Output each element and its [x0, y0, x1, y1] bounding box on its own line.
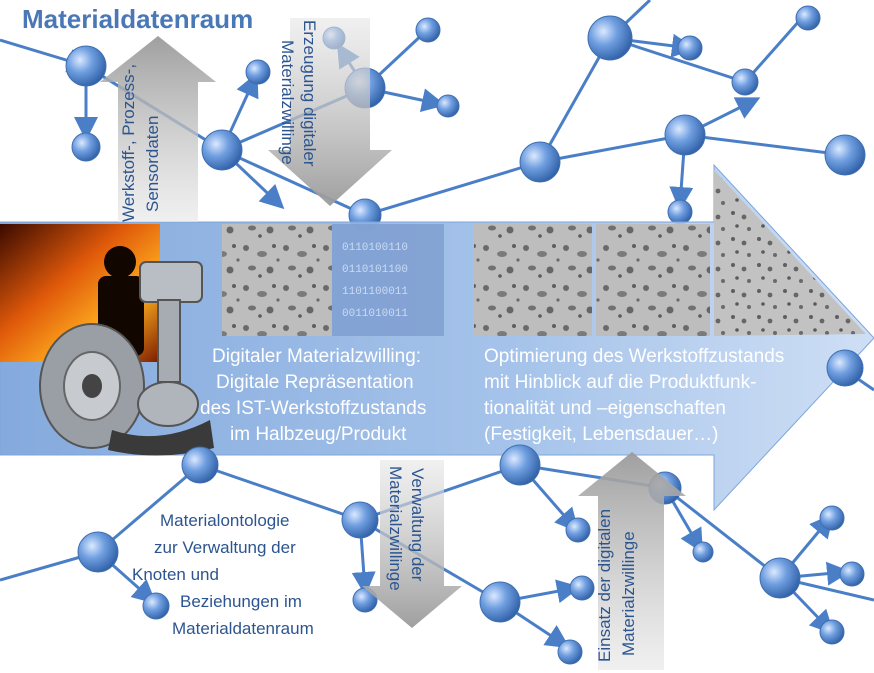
network-node-icon [415, 17, 441, 43]
ontology-line2: zur Verwaltung der [154, 538, 296, 557]
generation-arrow [268, 18, 392, 206]
network-node-icon [245, 59, 271, 85]
network-node-icon [839, 561, 865, 587]
usage-label-line1: Einsatz der digitalen [595, 509, 614, 662]
ontology-line5: Materialdatenraum [172, 619, 314, 638]
network-node-icon [667, 199, 693, 225]
network-node-icon [65, 45, 107, 87]
management-arrow [362, 460, 462, 628]
piston-image [137, 261, 203, 427]
svg-text:0110100110: 0110100110 [342, 242, 408, 254]
band-left-line1: Digitaler Materialzwilling: [212, 346, 421, 367]
network-node-icon [201, 129, 243, 171]
svg-text:1101100011: 1101100011 [342, 286, 408, 298]
network-node-icon [181, 446, 219, 484]
microstructure-image [714, 170, 866, 336]
sensor-data-arrow [100, 36, 216, 222]
band-right-line3: tionalität und –eigenschaften [484, 398, 726, 419]
generation-label-line1: Erzeugung digitaler [300, 20, 319, 167]
network-node-icon [824, 134, 866, 176]
binary-cube-image [332, 224, 444, 336]
sensor-data-label-line1: Werkstoff-, Prozess-, [119, 64, 138, 222]
network-node-icon [519, 141, 561, 183]
usage-arrow [578, 452, 686, 670]
band-right-line4: (Festigkeit, Lebensdauer…) [484, 424, 718, 445]
network-node-icon [826, 349, 864, 387]
generation-label-line2: Materialzwillinge [278, 40, 297, 165]
network-node-icon [565, 517, 591, 543]
band-left-line4: im Halbzeug/Produkt [230, 424, 407, 445]
microstructure-image [222, 224, 332, 336]
band-left-line2: Digitale Repräsentation [216, 372, 414, 393]
network-nodes-bottom [77, 349, 865, 665]
band-right-line1: Optimierung des Werkstoffzustands [484, 346, 784, 367]
sensor-data-label-line2: Sensordaten [143, 116, 162, 212]
process-band: 0110100110 0110101100 1101100011 0011010… [0, 163, 874, 512]
network-node-icon [587, 15, 633, 61]
network-node-icon [731, 68, 759, 96]
network-node-icon [819, 619, 845, 645]
network-node-icon [499, 444, 541, 486]
page-title: Materialdatenraum [22, 4, 253, 34]
svg-text:0110101100: 0110101100 [342, 264, 408, 276]
network-node-icon [341, 501, 379, 539]
ontology-line1: Materialontologie [160, 511, 289, 530]
band-right-line2: mit Hinblick auf die Produktfunk- [484, 372, 756, 393]
network-node-icon [436, 94, 460, 118]
network-node-icon [479, 581, 521, 623]
network-node-icon [77, 531, 119, 573]
network-node-icon [569, 575, 595, 601]
svg-text:0011010011: 0011010011 [342, 308, 408, 320]
network-node-icon [557, 639, 583, 665]
gray-arrows [100, 18, 686, 670]
microstructure-image [474, 224, 592, 336]
ontology-line3: Knoten und [132, 565, 219, 584]
microstructure-image [596, 224, 710, 336]
ontology-line4: Beziehungen im [180, 592, 302, 611]
network-node-icon [71, 132, 101, 162]
network-node-icon [795, 5, 821, 31]
brake-disc-image [39, 323, 145, 449]
network-node-icon [677, 35, 703, 61]
network-node-icon [759, 557, 801, 599]
network-node-icon [819, 505, 845, 531]
network-node-icon [142, 592, 170, 620]
management-label-line2: Materialzwillinge [386, 466, 405, 591]
network-node-icon [692, 541, 714, 563]
band-left-line3: des IST-Werkstoffzustands [200, 398, 426, 419]
usage-label-line2: Materialzwillinge [619, 531, 638, 656]
management-label-line1: Verwaltung der [408, 468, 427, 582]
network-node-icon [664, 114, 706, 156]
